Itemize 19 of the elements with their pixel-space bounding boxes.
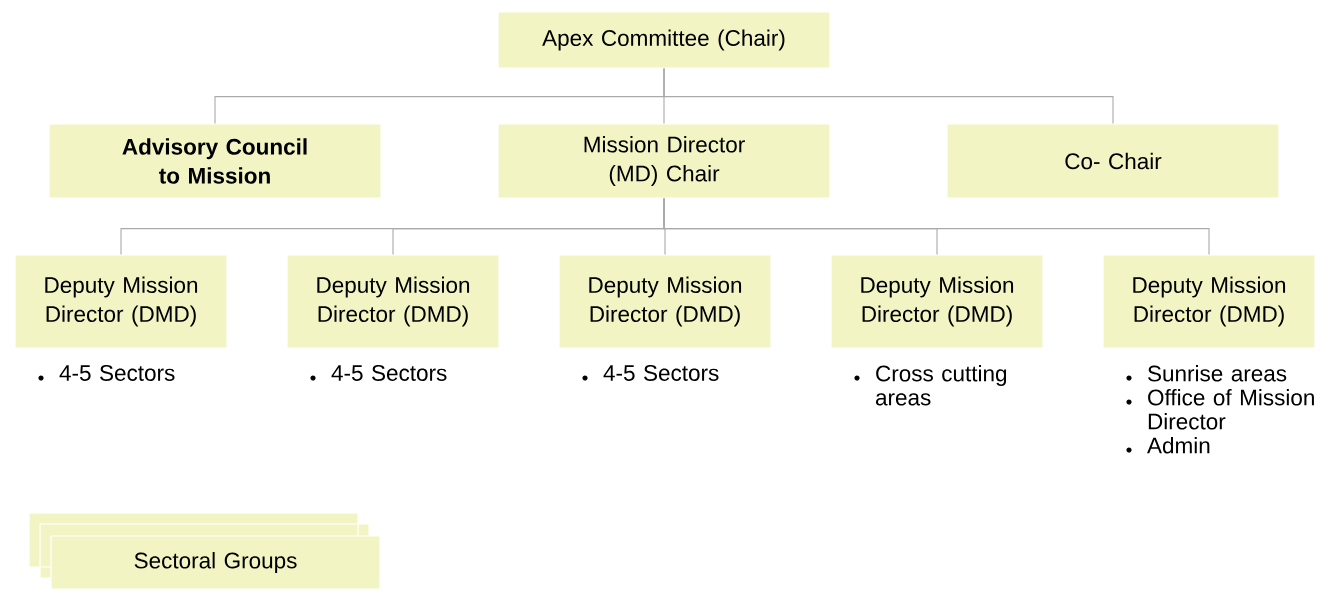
connector-line xyxy=(663,68,1114,124)
org-box: Co- Chair xyxy=(946,123,1280,199)
bullet-item: 4-5 Sectors xyxy=(582,365,719,381)
org-box: Deputy Mission Director (DMD) xyxy=(830,254,1044,349)
bullet-item: Office of Mission Director xyxy=(1126,389,1314,430)
bullet-item: Cross cutting areas xyxy=(854,365,1007,406)
bullet-item: Sunrise areas xyxy=(1126,365,1287,382)
org-box: Deputy Mission Director (DMD) xyxy=(286,254,500,349)
org-box: Advisory Council to Mission xyxy=(48,123,382,199)
bullet-item: Admin xyxy=(1126,437,1210,454)
org-box: Apex Committee (Chair) xyxy=(497,11,831,69)
org-box: Deputy Mission Director (DMD) xyxy=(1102,254,1316,349)
org-box: Deputy Mission Director (DMD) xyxy=(558,254,772,349)
org-box: Deputy Mission Director (DMD) xyxy=(14,254,228,349)
connector-line xyxy=(663,198,1210,255)
bullet-item: 4-5 Sectors xyxy=(310,365,447,381)
org-box: Mission Director (MD) Chair xyxy=(497,123,831,199)
stacked-card: Sectoral Groups xyxy=(50,535,381,590)
bullet-item: 4-5 Sectors xyxy=(38,365,175,381)
